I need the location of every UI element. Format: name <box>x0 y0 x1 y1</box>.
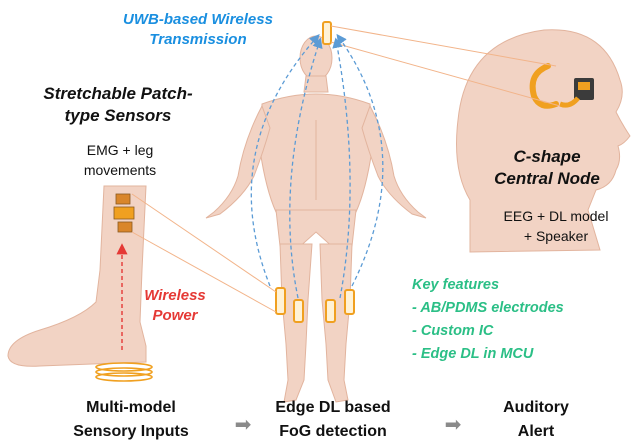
neck-sensor <box>322 21 332 45</box>
emg-line2: movements <box>83 162 157 178</box>
left-thigh-sensor-1 <box>275 287 286 315</box>
central-node-label: C-shape Central Node <box>482 146 612 190</box>
uwb-link-arrows <box>250 33 384 299</box>
stage3-line1: Auditory <box>503 399 569 416</box>
left-thigh-sensor-2 <box>293 299 304 323</box>
wp-line1: Wireless <box>144 287 206 304</box>
stage3-line2: Alert <box>517 423 555 440</box>
uwb-line2: Transmission <box>149 31 247 48</box>
human-body-figure <box>205 35 427 403</box>
leg-sensor-patch <box>113 193 135 233</box>
uwb-label: UWB-based Wireless Transmission <box>108 10 288 50</box>
pipeline-stage-alert: Auditory Alert <box>476 396 596 444</box>
stage2-line2: FoG detection <box>279 423 387 440</box>
uwb-line1: UWB-based Wireless <box>123 11 273 28</box>
wp-line2: Power <box>152 307 198 324</box>
feature-item: - Edge DL in MCU <box>412 346 534 362</box>
pipeline-stage-detection: Edge DL based FoG detection <box>258 396 408 444</box>
central-line1: C-shape <box>513 147 581 166</box>
body-sensors <box>275 21 355 323</box>
pipeline-arrow-icon: ➡ <box>444 414 462 436</box>
stage1-line2: Sensory Inputs <box>73 423 189 440</box>
ear-node-device <box>529 63 594 109</box>
features-title: Key features <box>412 277 500 293</box>
emg-label: EMG + leg movements <box>50 140 190 180</box>
wireless-power-label: Wireless Power <box>130 286 220 326</box>
leg-foot-figure <box>7 185 147 367</box>
patch-line1: Stretchable Patch- <box>43 84 193 103</box>
leader-lines <box>131 25 561 313</box>
feature-item: - AB/PDMS electrodes <box>412 300 564 316</box>
stage2-line1: Edge DL based <box>275 399 391 416</box>
patch-sensor-label: Stretchable Patch- type Sensors <box>18 83 218 127</box>
emg-line1: EMG + leg <box>86 142 154 158</box>
right-thigh-sensor-2 <box>344 289 355 315</box>
eeg-line2: + Speaker <box>523 228 589 244</box>
feature-item: - Custom IC <box>412 323 494 339</box>
key-features-list: Key features - AB/PDMS electrodes - Cust… <box>412 274 632 366</box>
pipeline-arrow-icon: ➡ <box>234 414 252 436</box>
patch-line2: type Sensors <box>64 106 172 125</box>
eeg-label: EEG + DL model + Speaker <box>486 206 626 246</box>
right-thigh-sensor-1 <box>325 299 336 323</box>
pipeline-stage-inputs: Multi-model Sensory Inputs <box>46 396 216 444</box>
stage1-line1: Multi-model <box>86 399 176 416</box>
central-line2: Central Node <box>494 169 600 188</box>
eeg-line1: EEG + DL model <box>503 208 609 224</box>
coil <box>95 362 153 382</box>
